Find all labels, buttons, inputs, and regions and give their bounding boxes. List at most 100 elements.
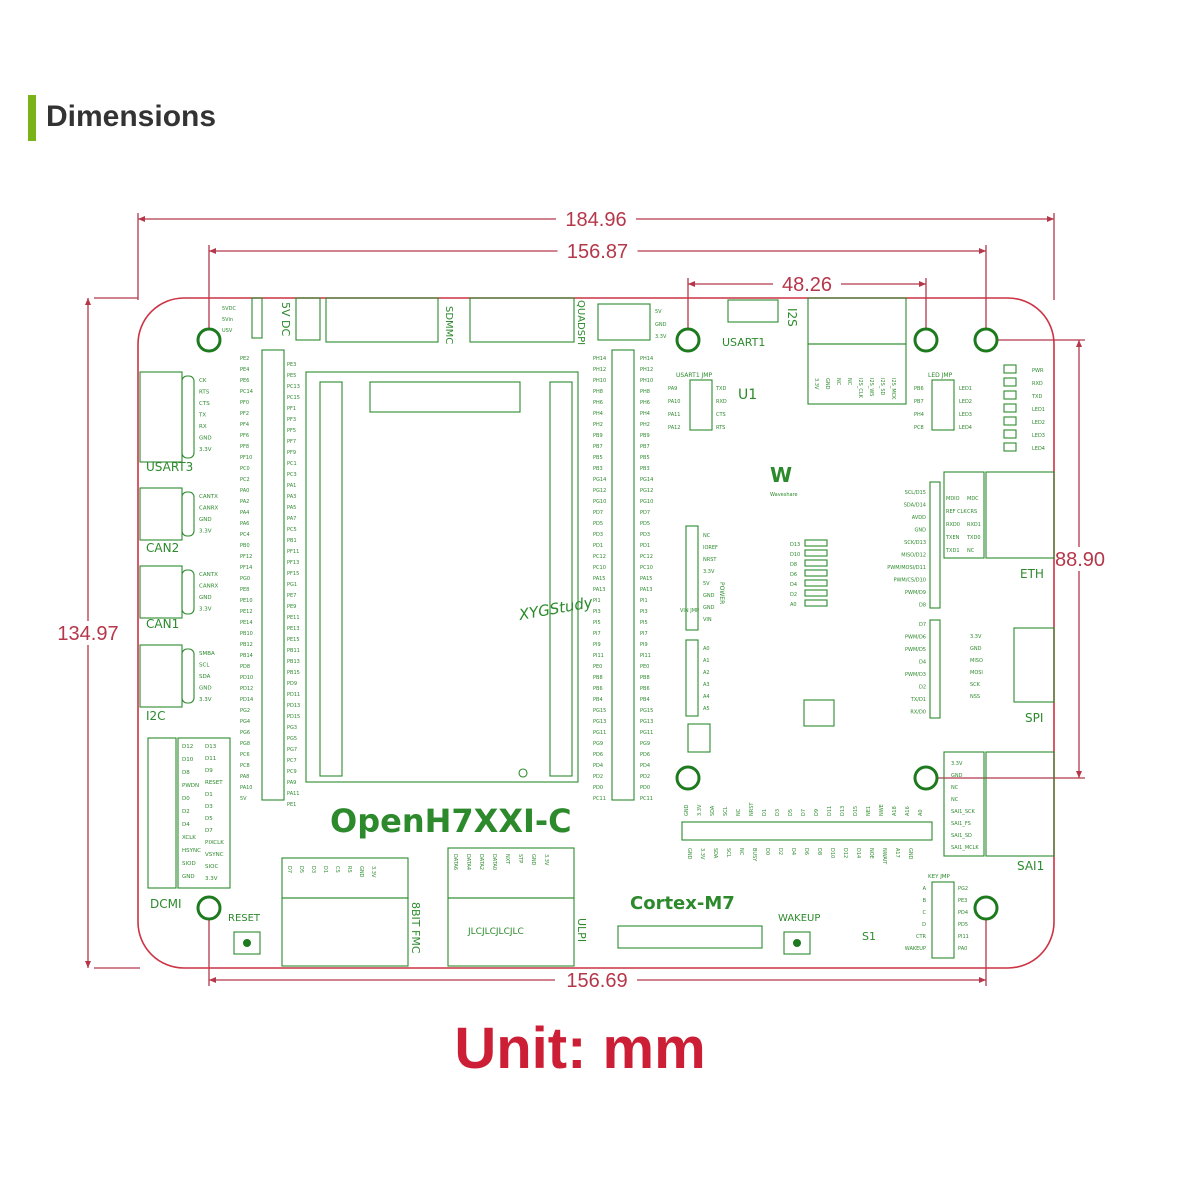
arduino-digital-pin: D7 (919, 622, 926, 628)
header-right-pin: PH6 (640, 400, 650, 406)
i2s-label: I2S (785, 308, 799, 327)
bottom-header-pin: GND (907, 848, 913, 860)
dim-overall-width-arrow-left (138, 216, 145, 222)
bottom-header-pin: SCL (723, 806, 729, 816)
fmc-pin-label: D5 (298, 866, 304, 873)
header-right-pin: PG14 (640, 477, 653, 483)
key-jmp-header (931, 881, 955, 959)
usart3-housing (139, 371, 183, 463)
header-left-pin: PC9 (287, 769, 297, 775)
can1-pin-label: CANRX (199, 584, 219, 590)
dcmi-pin-label: D13 (205, 744, 217, 750)
status-led (1003, 403, 1017, 413)
header-right-pin: PI7 (593, 631, 601, 637)
sai1-pin-label: SAI1_MCLK (951, 845, 979, 851)
eth-pin-label: MDIO (946, 496, 960, 502)
key-jmp-pin: PA0 (958, 946, 967, 952)
header-right-pin: PI1 (593, 598, 601, 604)
header-left-pin: PD9 (287, 681, 297, 687)
page-title: Dimensions (46, 100, 217, 133)
usart1-label: USART1 (722, 336, 765, 349)
header-left-pin: PE3 (287, 362, 296, 368)
header-right-pin: PC11 (593, 796, 606, 802)
header-right-pin: PI1 (640, 598, 648, 604)
status-led (1003, 377, 1017, 387)
ulpi-label: ULPI (575, 918, 588, 942)
header-left-pin: PC1 (287, 461, 297, 467)
header-left-pin: PC4 (240, 532, 250, 538)
sai1-pin-label: SAI1_SD (951, 833, 972, 839)
i2s-pin-label: GND (824, 378, 830, 390)
header-left-pin: PG6 (240, 730, 250, 736)
wakeup-button-cap (793, 939, 801, 947)
spi-pin-label: MOSI (970, 670, 983, 676)
header-left-pin: PG2 (240, 708, 250, 714)
arduino-digital-pin: PWM/D6 (905, 635, 926, 641)
sdmmc-label: SDMMC (443, 306, 454, 344)
mounting-hole (196, 895, 222, 921)
header-right-pin: PC10 (640, 565, 653, 571)
header-right-pin: PH10 (640, 378, 653, 384)
header-left-pin: PA3 (287, 494, 296, 500)
eth-pin-label: TXD1 (945, 548, 960, 554)
status-led (1003, 442, 1017, 452)
mounting-hole (973, 895, 999, 921)
spi-pin-label: GND (970, 646, 982, 652)
reset-button (233, 931, 261, 955)
header-right-pin: PD0 (593, 785, 603, 791)
usart1-jmp-pin: PA9 (668, 386, 677, 392)
sai1-pin-label: SAI1_SCK (951, 809, 976, 815)
key-jmp-pin: C (923, 910, 927, 916)
header-right-pin: PH4 (593, 411, 603, 417)
dcmi-header (177, 737, 231, 889)
center-led (804, 599, 828, 607)
dcmi-label: DCMI (150, 897, 182, 911)
header-right-pin: PD2 (593, 774, 603, 780)
header-right-pin: PD7 (640, 510, 650, 516)
joystick-label: S1 (862, 930, 876, 943)
header-right-pin: PD5 (593, 521, 603, 527)
header-right-pin: PD3 (640, 532, 650, 538)
qspi-jumper (597, 303, 651, 341)
header-right-pin: PB5 (593, 455, 603, 461)
mounting-hole (913, 765, 939, 791)
header-left-pin: PG8 (240, 741, 250, 747)
key-jmp-pin: CTR (916, 934, 927, 940)
header-left-pin: PE14 (240, 620, 253, 626)
header-left-pin: PE2 (240, 356, 249, 362)
header-right-pin: PH12 (593, 367, 606, 373)
bottom-header-pin: NRST (749, 802, 755, 816)
eth-label: ETH (1020, 567, 1044, 581)
header-left-pin: PE8 (240, 587, 249, 593)
header-right-pin: PD1 (640, 543, 650, 549)
dcmi-pin-label: PWDN (182, 783, 199, 789)
header-left-pin: PA10 (240, 785, 252, 791)
a4-a5-jumper (687, 723, 711, 753)
header-right-pin: PB8 (640, 675, 650, 681)
header-left-pin: PA9 (287, 780, 296, 786)
header-right-pin: PB6 (593, 686, 603, 692)
status-led-label: RXD (1032, 381, 1043, 387)
power-select-label: USV (222, 328, 233, 334)
pwr-switch (251, 297, 263, 339)
header-right-pin: PI3 (593, 609, 601, 615)
usart3-pin-label: RTS (199, 390, 210, 396)
can2-header (181, 491, 195, 537)
mounting-hole (675, 327, 701, 353)
ulpi-pin-label: NXT (504, 854, 510, 865)
dcmi-pin-label: D5 (205, 816, 213, 822)
can1-label: CAN1 (146, 617, 179, 631)
header-left-pin: PC13 (287, 384, 300, 390)
header-right-pin: PI7 (640, 631, 648, 637)
usart1-jmp-pin: TXD (715, 386, 726, 392)
arduino-digital-pin: SDA/D14 (904, 503, 926, 509)
header-left-pin: PD15 (287, 714, 300, 720)
header-right-pin: PI5 (640, 620, 648, 626)
usart1-jmp-label: USART1 JMP (676, 372, 712, 379)
sai1-header (943, 751, 985, 857)
usart3-pin-label: TX (198, 413, 206, 419)
dcmi-pin-label: HSYNC (182, 848, 201, 854)
arduino-digital-pin: PWM/CS/D10 (893, 578, 926, 584)
dcmi-pin-label: SIOC (205, 864, 218, 870)
arduino-digital-pin: GND (915, 528, 927, 534)
